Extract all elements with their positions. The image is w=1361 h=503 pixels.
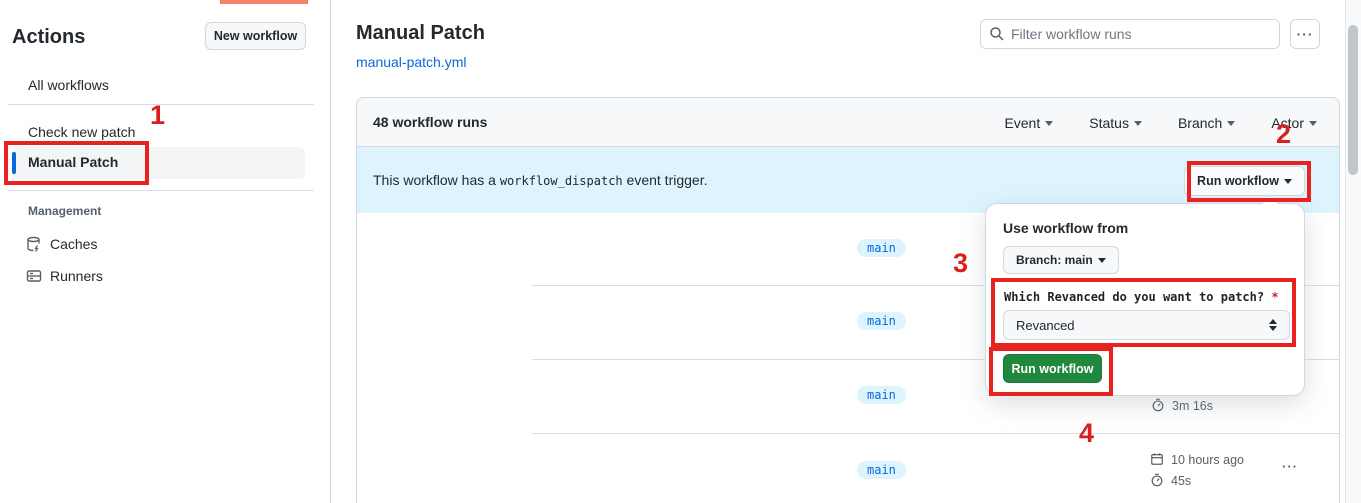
banner-text: This workflow has a workflow_dispatch ev… [373,172,708,188]
workflow-dispatch-code: workflow_dispatch [499,174,623,188]
workflow-options-kebab-button[interactable]: ··· [1290,19,1320,49]
calendar-icon [1150,452,1166,468]
filter-actor-dropdown[interactable]: Actor [1271,115,1317,131]
workflow-dispatch-banner: This workflow has a workflow_dispatch ev… [357,147,1339,213]
chevron-down-icon [1045,121,1054,127]
sidebar-title: Actions [12,26,86,48]
sidebar-item-caches[interactable]: Caches [26,236,97,252]
sidebar-divider [8,190,314,191]
branch-badge[interactable]: main [857,461,906,479]
new-workflow-button[interactable]: New workflow [205,22,306,50]
chevron-down-icon [1284,178,1292,184]
management-section-label: Management [28,204,102,218]
run-workflow-dropdown-button[interactable]: Run workflow [1184,166,1305,196]
sidebar-item-runners-label: Runners [50,268,103,284]
filter-workflow-runs-input[interactable] [1011,26,1271,42]
sidebar-item-all-workflows[interactable]: All workflows [28,77,109,93]
workflow-run-row[interactable]: main 3m 16s [357,360,1339,434]
runs-table-header: 48 workflow runs Event Status Branch Act… [357,98,1339,147]
chevron-down-icon [1133,121,1142,127]
row-divider [532,285,1339,286]
run-duration: 3m 16s [1151,398,1213,414]
filter-status-dropdown[interactable]: Status [1089,115,1142,131]
workflow-file-link[interactable]: manual-patch.yml [356,54,467,70]
workflow-input-label: Which Revanced do you want to patch? * [1004,290,1279,304]
runs-filters: Event Status Branch Actor [1004,98,1317,147]
sidebar-item-check-new-patch[interactable]: Check new patch [28,124,136,140]
workflow-runs-count: 48 workflow runs [373,114,488,130]
branch-badge[interactable]: main [857,239,906,257]
branch-badge[interactable]: main [857,312,906,330]
revanced-select-value: Revanced [1016,317,1075,333]
sidebar-item-caches-label: Caches [50,236,98,252]
row-divider [532,433,1339,434]
selected-indicator-bar [12,152,16,174]
cache-database-icon [26,236,42,252]
run-workflow-submit-button[interactable]: Run workflow [1003,354,1102,383]
filter-workflow-runs-box[interactable] [980,19,1280,49]
stopwatch-icon [1150,473,1166,489]
revanced-select[interactable]: Revanced [1003,310,1290,340]
filter-event-dropdown[interactable]: Event [1004,115,1054,131]
filter-branch-dropdown[interactable]: Branch [1178,115,1236,131]
run-duration: 45s [1150,473,1191,489]
run-options-kebab-button[interactable]: ··· [1282,459,1298,474]
sidebar-divider [8,104,314,105]
stopwatch-icon [1151,398,1167,414]
workflow-run-row[interactable]: main [357,214,1339,286]
search-icon [989,26,1005,42]
sidebar-border [330,0,331,503]
page-scrollbar-thumb[interactable] [1348,25,1358,175]
sidebar-item-manual-patch-label: Manual Patch [28,154,119,170]
server-icon [26,268,42,284]
chevron-down-icon [1227,121,1236,127]
required-asterisk: * [1271,290,1279,304]
runs-list: main main main 3m 16s [357,214,1339,503]
actions-tab-highlight-bar [220,0,308,4]
popup-pointer [1262,196,1278,204]
sidebar-item-runners[interactable]: Runners [26,268,103,284]
page-title: Manual Patch [356,22,485,44]
chevron-down-icon [1097,257,1106,263]
branch-badge[interactable]: main [857,386,906,404]
run-workflow-popup: Use workflow from Branch: main Which Rev… [985,203,1305,396]
run-date: 10 hours ago [1150,452,1244,468]
chevron-down-icon [1309,121,1317,127]
sidebar-item-manual-patch[interactable] [12,147,305,179]
row-divider [532,359,1339,360]
branch-select-button[interactable]: Branch: main [1003,246,1119,274]
workflow-run-row[interactable]: main 10 hours ago [357,434,1339,503]
select-updown-icon [1269,319,1277,331]
popup-heading: Use workflow from [1003,220,1129,236]
workflow-run-row[interactable]: main [357,286,1339,360]
